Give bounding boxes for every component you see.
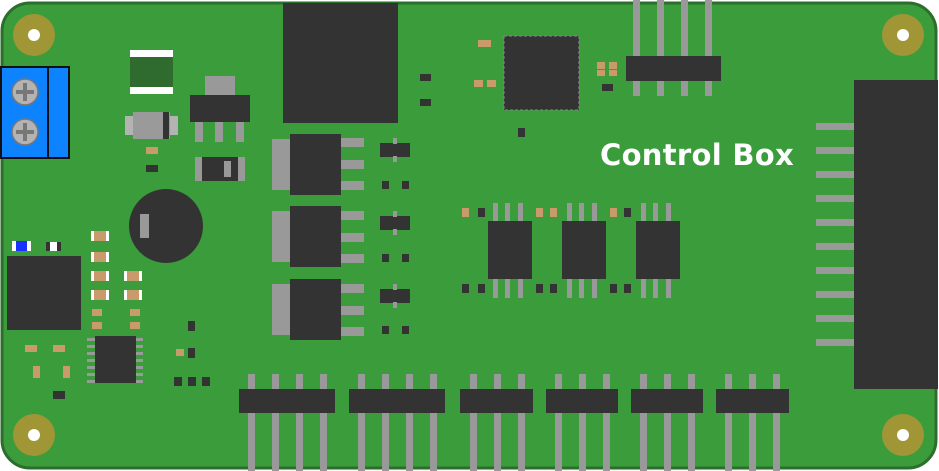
pin-header-icon <box>546 374 618 471</box>
driver-chip <box>488 203 532 298</box>
pin-header-icon <box>626 0 721 96</box>
smd-diode <box>195 157 245 181</box>
buzzer-icon <box>129 189 203 263</box>
pin-header-icon <box>460 374 533 471</box>
sensor-chip <box>7 256 81 330</box>
relay-block <box>283 3 398 123</box>
led-indicator <box>12 241 31 251</box>
mosfet-component <box>272 134 364 195</box>
transistor-small <box>380 211 410 235</box>
smd-passives <box>53 321 210 399</box>
smd-passives <box>382 74 613 334</box>
mosfet-component <box>272 206 364 267</box>
screw-terminal-icon <box>11 78 39 106</box>
regulator-ic <box>87 336 143 383</box>
driver-chip <box>636 203 680 298</box>
pin-header-icon <box>349 374 445 471</box>
transistor-small <box>380 284 410 308</box>
microcontroller-chip <box>503 35 580 111</box>
mounting-hole-icon <box>13 14 55 56</box>
mounting-hole-icon <box>882 14 924 56</box>
driver-chip <box>562 203 606 298</box>
edge-connector <box>816 80 938 389</box>
pin-header-icon <box>631 374 703 471</box>
mounting-hole-icon <box>882 414 924 456</box>
capacitor-component <box>130 50 173 94</box>
smd-passives <box>46 242 61 251</box>
pin-header-icon <box>716 374 789 471</box>
screw-terminal-icon <box>11 118 39 146</box>
transistor-small <box>380 138 410 162</box>
voltage-regulator-chip <box>190 76 250 142</box>
screw-terminal-block <box>0 66 70 159</box>
capacitor <box>146 165 158 172</box>
resistor-array <box>25 231 184 378</box>
resistor <box>146 147 158 154</box>
board-title: Control Box <box>600 138 795 172</box>
pin-header-icon <box>239 374 335 471</box>
resistor-group <box>474 40 617 87</box>
mosfet-component <box>272 279 364 340</box>
smd-passives <box>462 208 631 293</box>
diode-component <box>125 112 178 139</box>
mounting-hole-icon <box>13 414 55 456</box>
